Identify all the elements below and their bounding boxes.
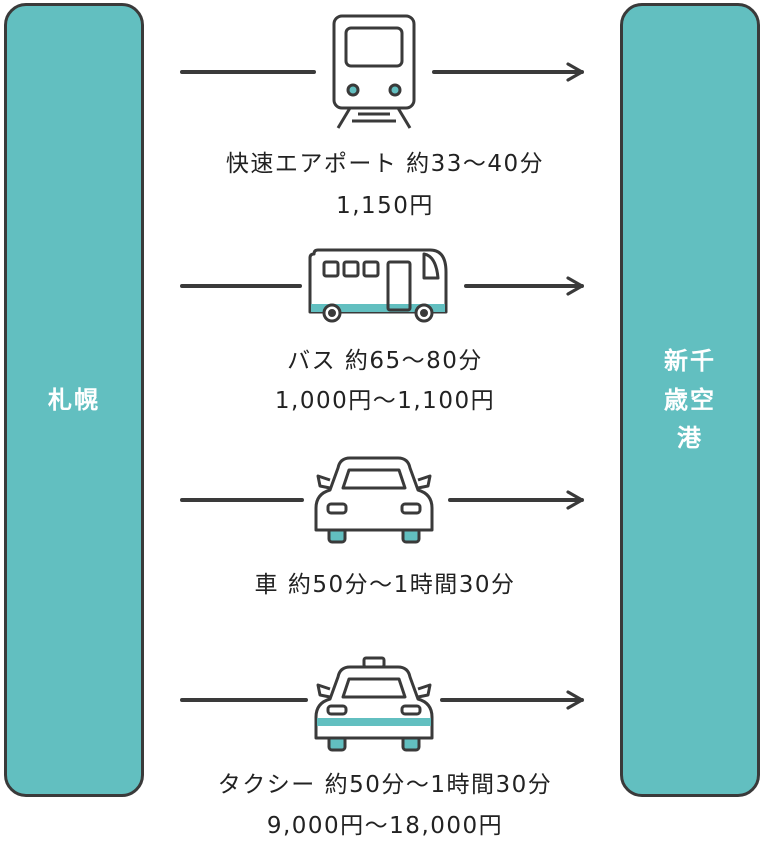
caption-taxi: タクシー 約50分〜1時間30分 [150, 765, 620, 799]
route-car [180, 456, 584, 544]
taxi-icon [314, 656, 434, 752]
route-name: バス [287, 348, 337, 374]
route-name: 快速エアポート [225, 151, 398, 177]
route-time: 約50分〜1時間30分 [324, 772, 553, 798]
caption-train: 快速エアポート 約33〜40分 [150, 144, 620, 178]
route-name: 車 [254, 572, 279, 598]
destination-box-new-chitose-airport: 新千歳空港 [620, 3, 760, 797]
fare-bus: 1,000円〜1,100円 [274, 388, 496, 414]
route-name: タクシー [217, 772, 316, 798]
route-train [180, 14, 584, 129]
train-icon [332, 14, 416, 129]
origin-box-sapporo: 札幌 [4, 3, 144, 797]
route-bus [180, 248, 584, 323]
bus-icon [308, 248, 448, 323]
fare-taxi: 9,000円〜18,000円 [266, 813, 504, 839]
route-time: 約50分〜1時間30分 [287, 572, 516, 598]
caption-car: 車 約50分〜1時間30分 [150, 565, 620, 599]
route-taxi [180, 656, 584, 752]
fare-train: 1,150円 [336, 193, 434, 219]
origin-label: 札幌 [48, 385, 100, 414]
route-time: 約33〜40分 [406, 151, 545, 177]
destination-label: 新千歳空港 [664, 347, 716, 453]
route-time: 約65〜80分 [344, 348, 483, 374]
car-icon [314, 456, 434, 544]
caption-bus: バス 約65〜80分 [150, 341, 620, 375]
